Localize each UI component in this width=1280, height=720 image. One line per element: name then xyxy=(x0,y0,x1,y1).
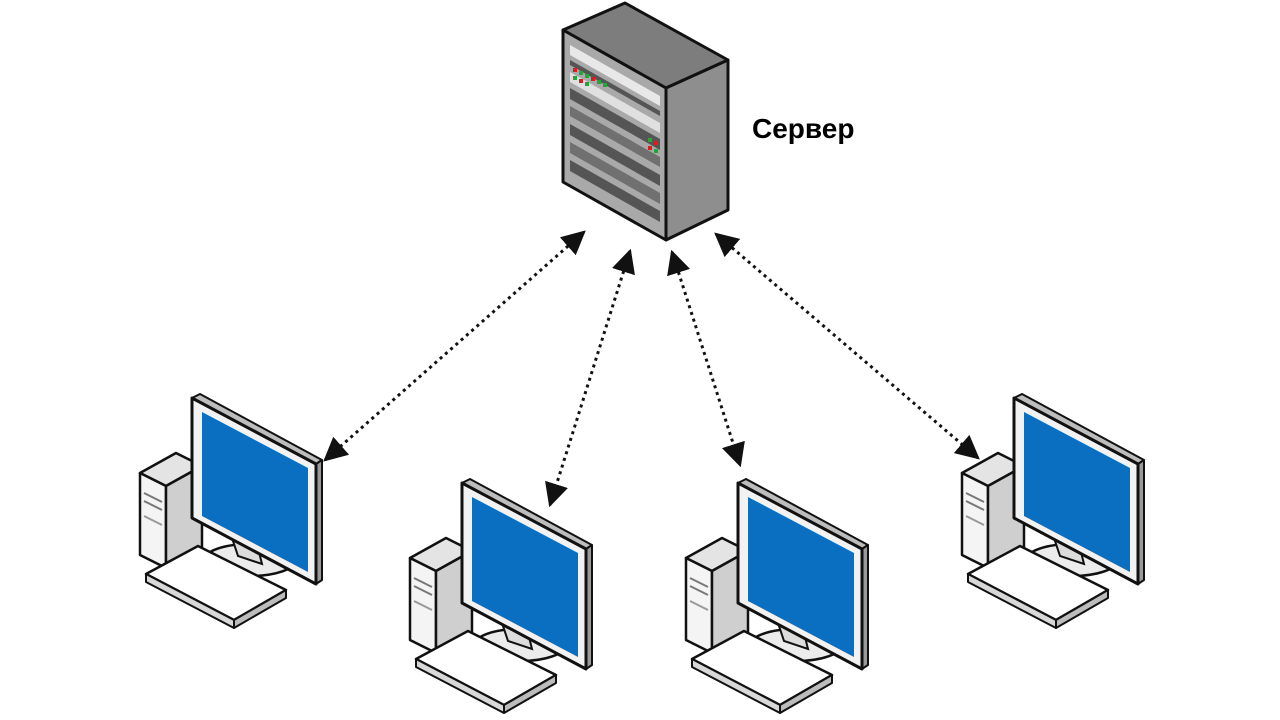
connection-client-3 xyxy=(667,249,745,468)
client-computer-3 xyxy=(684,477,870,715)
connection-client-4 xyxy=(714,232,980,460)
connection-client-1 xyxy=(323,230,586,462)
server-rack-icon xyxy=(561,1,730,242)
client-computer-2 xyxy=(408,477,594,715)
client-computer-4 xyxy=(960,392,1146,630)
desktop-computer-icon xyxy=(960,392,1146,630)
desktop-computer-icon xyxy=(684,477,870,715)
server-status-leds xyxy=(573,68,658,153)
connection-client-2 xyxy=(545,248,635,508)
server-label: Сервер xyxy=(752,113,855,144)
desktop-computer-icon xyxy=(408,477,594,715)
client-computer-1 xyxy=(138,392,324,630)
connection-lines xyxy=(323,230,980,508)
desktop-computer-icon xyxy=(138,392,324,630)
